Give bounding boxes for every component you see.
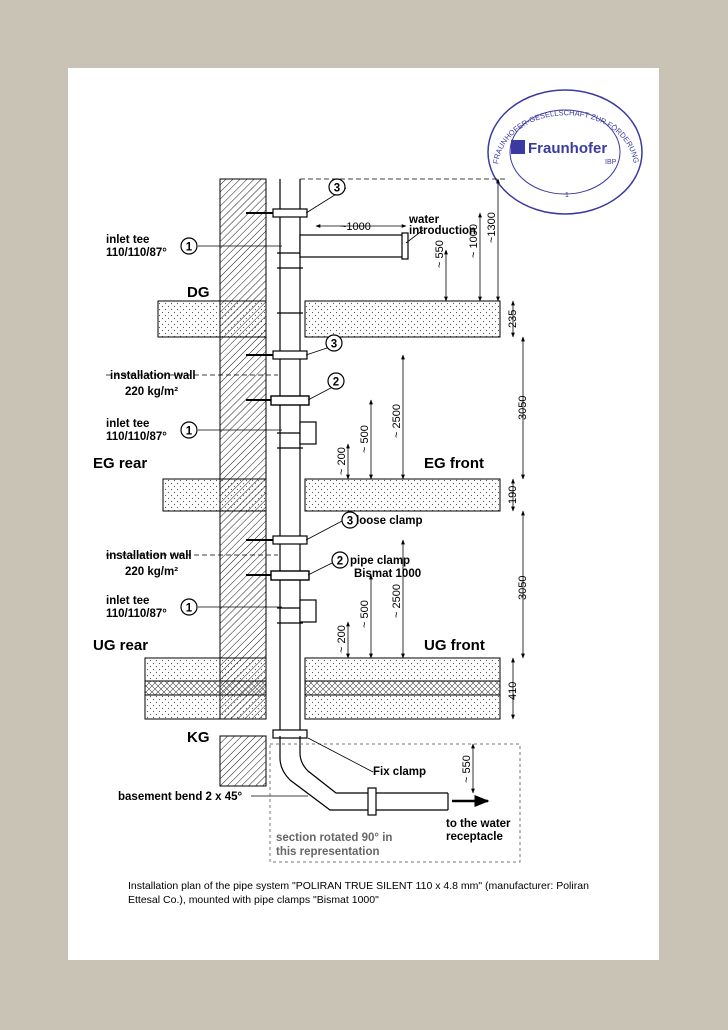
- svg-text:1: 1: [186, 242, 193, 254]
- dim-500-b: ~ 500: [359, 600, 371, 628]
- insulation-layer-front: [304, 680, 501, 696]
- section-box: [269, 743, 521, 863]
- basement-bend-label: basement bend 2 x 45°: [118, 791, 243, 803]
- figure-caption: Installation plan of the pipe system "PO…: [128, 880, 589, 906]
- clamp-dg: [246, 208, 308, 218]
- clamp-ug-loose: [246, 535, 308, 545]
- section-note-2: this representation: [276, 846, 380, 858]
- inlet-tee-label-3: inlet tee: [106, 595, 149, 607]
- clamp-ug-fixed: [246, 570, 310, 581]
- dim-550-top: ~ 550: [434, 240, 446, 268]
- svg-text:3: 3: [331, 339, 337, 351]
- clamp-kg: [272, 729, 308, 739]
- installation-wall-mass-1: 220 kg/m²: [125, 386, 178, 398]
- dim-550-bottom: ~ 550: [461, 755, 473, 783]
- dim-3050-a: 3050: [517, 396, 529, 420]
- structural-wall-basement: [219, 735, 267, 787]
- dim-1300: ~1300: [486, 212, 498, 243]
- dim-2500-b: ~ 2500: [391, 584, 403, 618]
- svg-text:2: 2: [337, 556, 343, 568]
- fraunhofer-stamp: FRAUNHOFER-GESELLSCHAFT ZUR FÖRDERUNG DE…: [68, 68, 643, 215]
- inlet-tee-spec-2: 110/110/87°: [106, 431, 167, 443]
- water-receptacle-label-2: receptacle: [446, 831, 503, 843]
- floor-label-eg-front: EG front: [424, 455, 484, 472]
- inlet-tee-label-1: inlet tee: [106, 234, 149, 246]
- svg-text:3: 3: [334, 183, 340, 195]
- slab-kg-rear: [144, 694, 267, 720]
- inlet-tee-spec-3: 110/110/87°: [106, 608, 167, 620]
- slab-eg-front: [304, 478, 501, 512]
- structural-wall: [219, 178, 267, 720]
- marker-3-eg: 3: [325, 334, 343, 352]
- installation-wall-mass-2: 220 kg/m²: [125, 566, 178, 578]
- pipe-clamp-label: pipe clamp: [350, 555, 410, 567]
- slab-ug-rear: [144, 657, 267, 682]
- basement-bend: [279, 736, 449, 816]
- inlet-tee-label-2: inlet tee: [106, 418, 149, 430]
- fraunhofer-logo-icon: [511, 140, 525, 154]
- dim-190: 190: [507, 486, 519, 504]
- slab-eg-rear: [162, 478, 267, 512]
- section-note-1: section rotated 90° in: [276, 832, 392, 844]
- dim-1000-horizontal: ~1000: [340, 221, 371, 233]
- water-introduction-label-1: water: [408, 214, 440, 226]
- insulation-layer-rear: [144, 680, 267, 696]
- slab-ug-front: [304, 657, 501, 682]
- floor-label-kg: KG: [187, 729, 210, 746]
- inlet-tee-eg: [299, 421, 317, 445]
- installation-diagram: FRAUNHOFER-GESELLSCHAFT ZUR FÖRDERUNG DE…: [68, 68, 643, 863]
- installation-wall-label-2: installation wall: [106, 550, 192, 562]
- inlet-tee-dg: [299, 232, 409, 260]
- clamp-eg-fixed: [246, 395, 310, 406]
- dim-200-a: ~ 200: [336, 447, 348, 475]
- dim-500-a: ~ 500: [359, 425, 371, 453]
- svg-text:1: 1: [186, 426, 193, 438]
- marker-2-ug: 2: [331, 551, 349, 569]
- svg-text:1: 1: [186, 603, 193, 615]
- stamp-brand: Fraunhofer: [528, 140, 607, 157]
- water-receptacle-label-1: to the water: [446, 818, 511, 830]
- bismat-label: Bismat 1000: [354, 568, 421, 580]
- drawing-sheet: FRAUNHOFER-GESELLSCHAFT ZUR FÖRDERUNG DE…: [68, 68, 659, 960]
- marker-1-eg: 1: [180, 421, 198, 439]
- marker-1-dg: 1: [180, 237, 198, 255]
- dim-200-b: ~ 200: [336, 625, 348, 653]
- floor-label-ug-front: UG front: [424, 637, 485, 654]
- marker-2-eg: 2: [327, 372, 345, 390]
- svg-text:3: 3: [347, 516, 353, 528]
- slab-dg-front: [304, 300, 501, 338]
- stamp-number: 1: [565, 192, 569, 199]
- inlet-tee-spec-1: 110/110/87°: [106, 247, 167, 259]
- floor-label-eg-rear: EG rear: [93, 455, 147, 472]
- stamp-subbrand: IBP: [605, 159, 617, 166]
- slab-dg-rear: [157, 300, 267, 338]
- fix-clamp-label: Fix clamp: [373, 766, 426, 778]
- dim-1000-vertical: ~ 1000: [468, 224, 480, 258]
- marker-3-dg: 3: [328, 178, 346, 196]
- slab-kg-front: [304, 694, 501, 720]
- dim-2500-a: ~ 2500: [391, 404, 403, 438]
- loose-clamp-label: loose clamp: [356, 515, 422, 527]
- marker-3-ug: 3: [341, 511, 359, 529]
- dim-3050-b: 3050: [517, 576, 529, 600]
- floor-label-dg: DG: [187, 284, 210, 301]
- dim-235: 235: [507, 310, 519, 328]
- dim-410: 410: [507, 682, 519, 700]
- inlet-tee-ug: [299, 599, 317, 623]
- water-introduction-label-2: introduction: [409, 225, 476, 237]
- floor-label-ug-rear: UG rear: [93, 637, 148, 654]
- marker-1-ug: 1: [180, 598, 198, 616]
- installation-wall-label-1: installation wall: [110, 370, 196, 382]
- vertical-pipe: [277, 179, 303, 736]
- svg-text:2: 2: [333, 377, 339, 389]
